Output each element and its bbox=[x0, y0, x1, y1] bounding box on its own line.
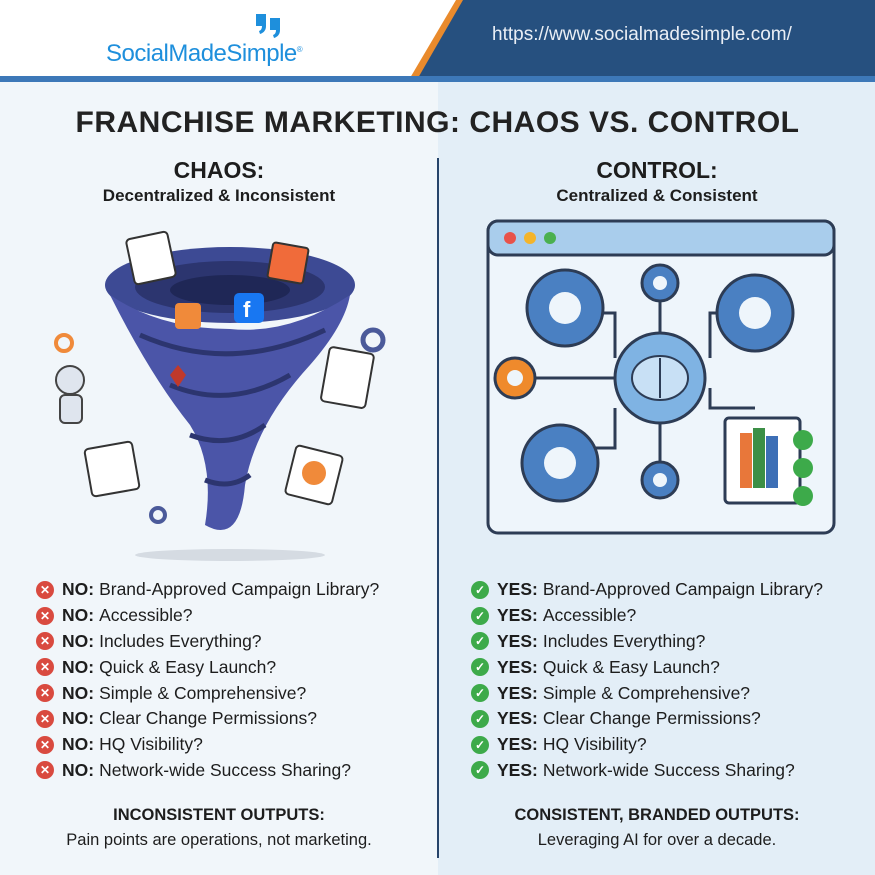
column-divider bbox=[437, 158, 439, 858]
item-prefix: YES: bbox=[497, 759, 538, 780]
list-item: ✓ YES:Brand-Approved Campaign Library? bbox=[471, 577, 823, 603]
item-label: Brand-Approved Campaign Library? bbox=[99, 579, 380, 600]
check-circle-icon: ✓ bbox=[471, 709, 489, 728]
list-item: ✕ NO:Simple & Comprehensive? bbox=[36, 680, 379, 706]
chaos-footer: INCONSISTENT OUTPUTS: Pain points are op… bbox=[0, 806, 438, 850]
x-circle-icon: ✕ bbox=[36, 632, 54, 651]
item-prefix: YES: bbox=[497, 605, 538, 626]
item-label: Accessible? bbox=[99, 605, 193, 626]
x-circle-icon: ✕ bbox=[36, 658, 54, 677]
robot-icon bbox=[55, 365, 85, 395]
logo-quote-icon bbox=[256, 14, 280, 38]
chaos-heading: CHAOS: bbox=[173, 157, 265, 183]
list-item: ✓ YES:Simple & Comprehensive? bbox=[471, 680, 823, 706]
check-circle-icon: ✓ bbox=[471, 684, 489, 703]
gear-icon bbox=[360, 327, 386, 353]
item-label: HQ Visibility? bbox=[99, 734, 203, 755]
item-prefix: YES: bbox=[497, 656, 538, 677]
list-item: ✕ NO:Includes Everything? bbox=[36, 629, 379, 655]
svg-text:f: f bbox=[243, 297, 251, 322]
item-label: Clear Change Permissions? bbox=[542, 708, 761, 729]
item-label: Network-wide Success Sharing? bbox=[99, 759, 351, 780]
gear-icon bbox=[54, 333, 74, 353]
control-footer: CONSISTENT, BRANDED OUTPUTS: Leveraging … bbox=[438, 806, 875, 850]
chaos-footer-text: Pain points are operations, not marketin… bbox=[66, 831, 372, 849]
list-item: ✕ NO:Network-wide Success Sharing? bbox=[36, 758, 379, 784]
item-prefix: NO: bbox=[62, 656, 95, 677]
check-circle-icon: ✓ bbox=[471, 658, 489, 677]
item-label: Includes Everything? bbox=[99, 630, 262, 651]
item-prefix: YES: bbox=[497, 708, 538, 729]
item-label: Quick & Easy Launch? bbox=[99, 656, 277, 677]
item-label: HQ Visibility? bbox=[542, 734, 647, 755]
item-prefix: NO: bbox=[62, 630, 95, 651]
item-prefix: NO: bbox=[62, 682, 95, 703]
item-prefix: NO: bbox=[62, 734, 95, 755]
facebook-icon bbox=[234, 293, 264, 323]
list-item: ✕ NO:Quick & Easy Launch? bbox=[36, 654, 379, 680]
gear-icon bbox=[149, 506, 167, 524]
item-label: Quick & Easy Launch? bbox=[542, 656, 720, 677]
item-label: Clear Change Permissions? bbox=[99, 708, 317, 729]
header: SocialMadeSimple® https://www.socialmade… bbox=[0, 0, 875, 78]
website-url[interactable]: https://www.socialmadesimple.com/ bbox=[492, 24, 792, 45]
control-footer-heading: CONSISTENT, BRANDED OUTPUTS: bbox=[514, 806, 800, 824]
x-circle-icon: ✕ bbox=[36, 580, 54, 599]
brand-name: SocialMadeSimple bbox=[106, 40, 297, 67]
tornado-illustration: f bbox=[54, 230, 386, 561]
item-prefix: NO: bbox=[62, 605, 95, 626]
brand-logo[interactable]: SocialMadeSimple® bbox=[106, 40, 303, 68]
chaos-footer-heading: INCONSISTENT OUTPUTS: bbox=[113, 806, 325, 824]
list-item: ✓ YES:Includes Everything? bbox=[471, 629, 823, 655]
list-item: ✓ YES:Clear Change Permissions? bbox=[471, 706, 823, 732]
item-prefix: NO: bbox=[62, 708, 95, 729]
list-item: ✓ YES:Accessible? bbox=[471, 603, 823, 629]
check-circle-icon: ✓ bbox=[471, 606, 489, 625]
x-circle-icon: ✕ bbox=[36, 709, 54, 728]
list-item: ✕ NO:Accessible? bbox=[36, 603, 379, 629]
header-navy-panel bbox=[418, 0, 875, 78]
item-prefix: NO: bbox=[62, 579, 95, 600]
header-bar bbox=[0, 76, 875, 82]
item-prefix: YES: bbox=[497, 579, 538, 600]
centralized-dashboard-illustration bbox=[486, 219, 836, 535]
list-item: ✓ YES:Network-wide Success Sharing? bbox=[471, 758, 823, 784]
chaos-list: ✕NO:Brand-Approved Campaign Library?✕NO:… bbox=[36, 577, 379, 783]
x-circle-icon: ✕ bbox=[36, 684, 54, 703]
check-circle-icon: ✓ bbox=[471, 632, 489, 651]
item-prefix: YES: bbox=[497, 682, 538, 703]
x-circle-icon: ✕ bbox=[36, 761, 54, 780]
page-title: FRANCHISE MARKETING: CHAOS VS. CONTROL bbox=[75, 106, 800, 139]
list-item: ✓ YES:Quick & Easy Launch? bbox=[471, 654, 823, 680]
item-label: Includes Everything? bbox=[542, 630, 706, 651]
item-prefix: YES: bbox=[497, 734, 538, 755]
check-circle-icon: ✓ bbox=[471, 580, 489, 599]
x-circle-icon: ✕ bbox=[36, 735, 54, 754]
list-item: ✕ NO:HQ Visibility? bbox=[36, 732, 379, 758]
broken-heart-icon bbox=[170, 365, 186, 387]
item-prefix: NO: bbox=[62, 759, 95, 780]
list-item: ✕ NO:Clear Change Permissions? bbox=[36, 706, 379, 732]
item-label: Accessible? bbox=[542, 605, 637, 626]
list-item: ✕ NO:Brand-Approved Campaign Library? bbox=[36, 577, 379, 603]
control-subheading: Centralized & Consistent bbox=[556, 186, 758, 205]
chaos-header: CHAOS: Decentralized & Inconsistent bbox=[0, 157, 438, 206]
x-circle-icon: ✕ bbox=[36, 606, 54, 625]
control-heading: CONTROL: bbox=[596, 157, 718, 183]
item-label: Network-wide Success Sharing? bbox=[542, 759, 795, 780]
item-label: Brand-Approved Campaign Library? bbox=[542, 579, 824, 600]
list-item: ✓ YES:HQ Visibility? bbox=[471, 732, 823, 758]
control-list: ✓YES:Brand-Approved Campaign Library?✓YE… bbox=[471, 577, 823, 783]
item-prefix: YES: bbox=[497, 630, 538, 651]
check-circle-icon: ✓ bbox=[471, 761, 489, 780]
chaos-subheading: Decentralized & Inconsistent bbox=[102, 186, 336, 205]
registered-mark: ® bbox=[296, 45, 303, 54]
item-label: Simple & Comprehensive? bbox=[99, 682, 307, 703]
control-footer-text: Leveraging AI for over a decade. bbox=[537, 831, 777, 849]
check-circle-icon: ✓ bbox=[471, 735, 489, 754]
item-label: Simple & Comprehensive? bbox=[542, 682, 751, 703]
control-header: CONTROL: Centralized & Consistent bbox=[438, 157, 875, 206]
image-card-icon bbox=[125, 230, 177, 286]
